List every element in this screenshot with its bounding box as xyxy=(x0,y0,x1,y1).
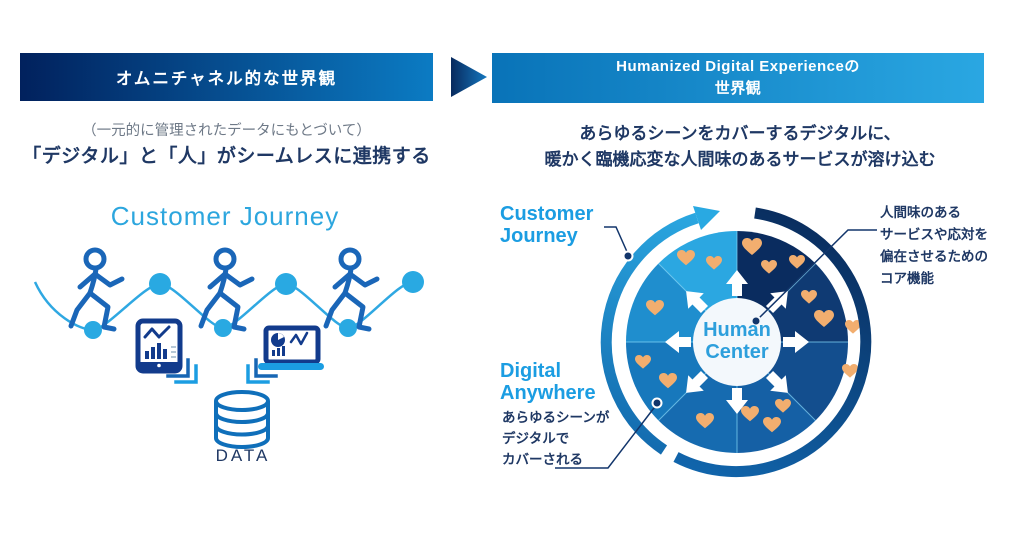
right-header-title-line2: 世界観 xyxy=(714,80,762,97)
walking-person-icon xyxy=(326,250,377,329)
human-center-label-line1: Human xyxy=(703,319,771,341)
left-subtitle-note: （一元的に管理されたデータにもとづいて） xyxy=(82,123,371,139)
humanized-experience-diagram xyxy=(555,206,877,478)
digital-anywhere-label-line1: Digital xyxy=(500,360,562,382)
digital-anywhere-label: Digital Anywhere xyxy=(500,360,640,404)
digital-anywhere-label-line2: Anywhere xyxy=(500,382,596,404)
cycle-arrow-arc xyxy=(600,207,872,478)
right-header-banner: Humanized Digital Experienceの 世界観 xyxy=(492,53,984,103)
customer-journey-label: Customer Journey xyxy=(500,203,630,247)
walking-person-icon xyxy=(201,250,252,329)
left-header-title: オムニチャネル的な世界観 xyxy=(115,70,338,88)
digital-anywhere-description: あらゆるシーンが デジタルで カバーされる xyxy=(502,410,610,467)
left-subtitle-main: 「デジタル」と「人」がシームレスに連携する xyxy=(22,146,431,167)
leader-dots xyxy=(622,250,762,409)
right-subtitle-line2: 暖かく臨機応変な人間味のあるサービスが溶け込む xyxy=(544,150,936,169)
customer-journey-label-line1: Customer xyxy=(500,203,594,225)
left-header-banner: オムニチャネル的な世界観 xyxy=(20,53,433,101)
human-center-label-line2: Center xyxy=(705,341,769,363)
human-center-label: Human Center xyxy=(687,319,787,363)
database-icon xyxy=(214,390,270,449)
right-header-title-line1: Humanized Digital Experienceの xyxy=(616,58,860,75)
data-label: DATA xyxy=(215,446,271,465)
data-flow-arrows xyxy=(166,358,278,384)
leader-lines xyxy=(555,226,877,469)
omnichannel-illustration xyxy=(33,240,424,449)
right-subtitle-line1: あらゆるシーンをカバーするデジタルに、 xyxy=(579,124,901,143)
laptop-chart-icon xyxy=(258,325,324,370)
core-function-note: 人間味のある サービスや応対を 偏在させるための コア機能 xyxy=(880,205,988,286)
cycle-arrowhead-icon xyxy=(693,206,720,230)
tablet-chart-icon xyxy=(135,318,183,374)
customer-journey-title: Customer Journey xyxy=(110,201,340,231)
journey-point-dots xyxy=(84,271,424,339)
customer-journey-label-line2: Journey xyxy=(500,225,578,247)
flow-triangle-icon xyxy=(451,57,487,97)
